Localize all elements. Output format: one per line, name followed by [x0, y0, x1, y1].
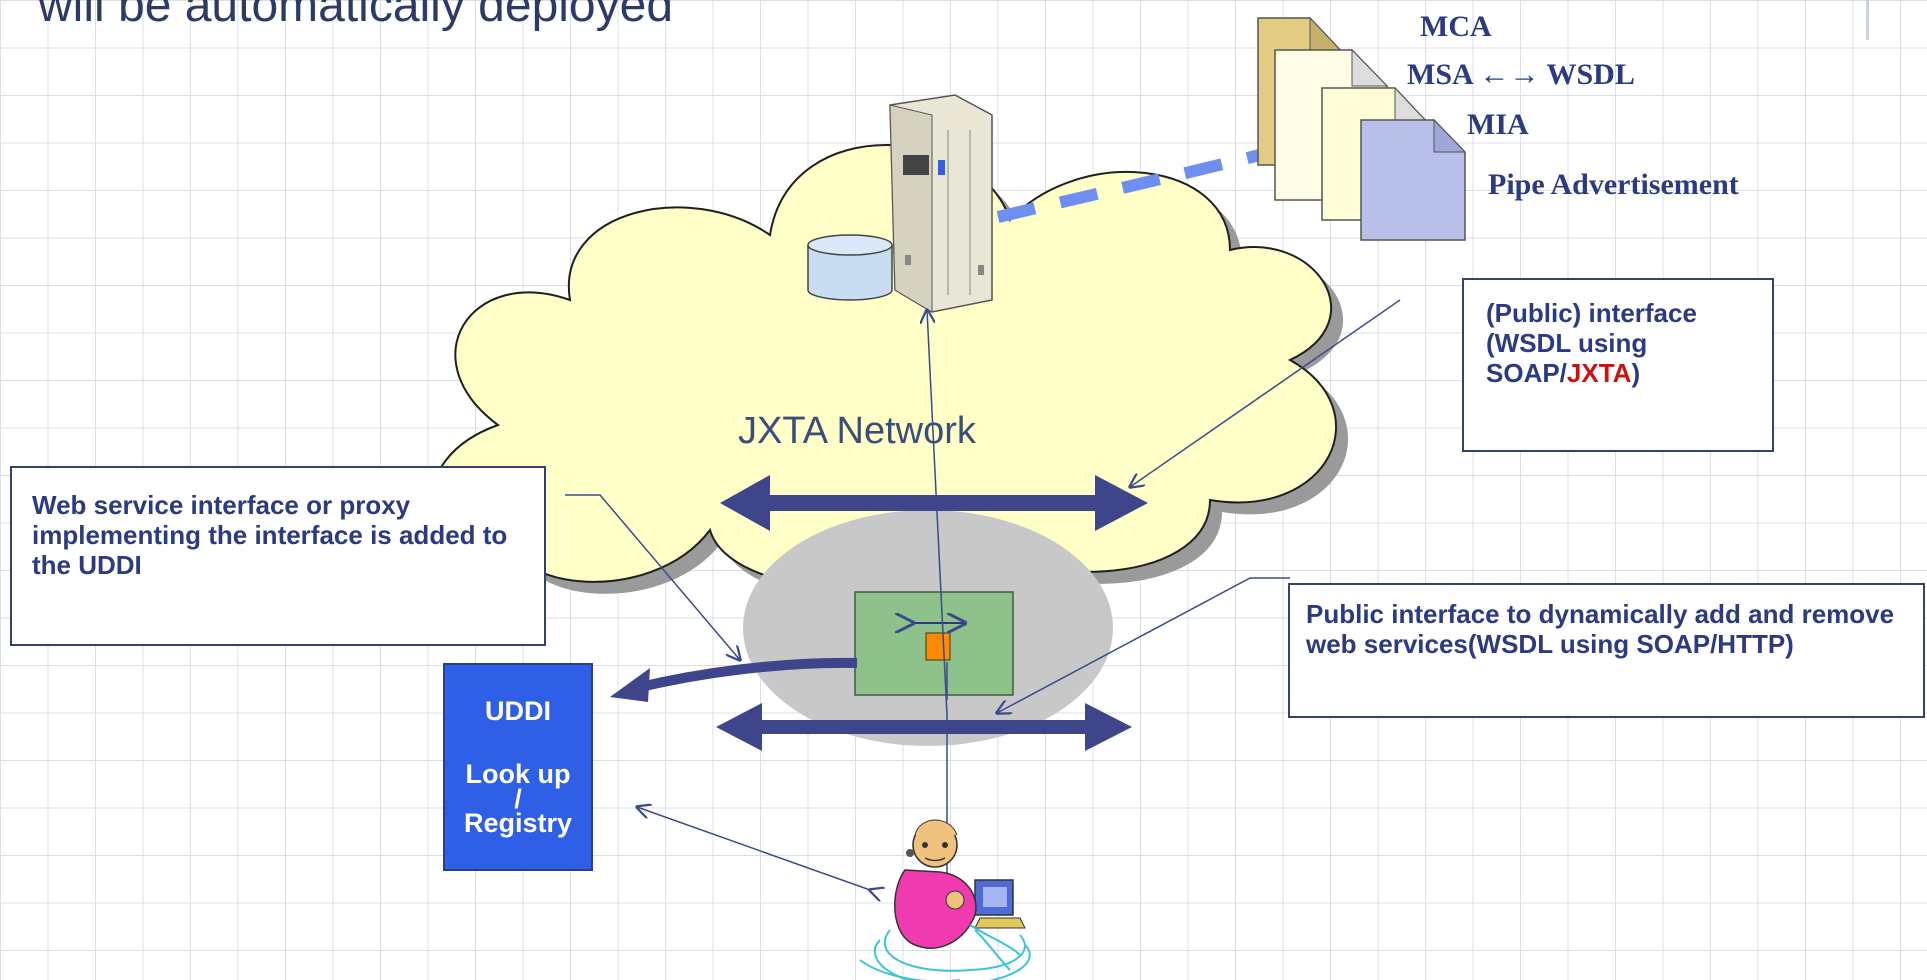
dynamic-interface-callout: Public interface to dynamically add and … — [1288, 583, 1925, 718]
server-user-connector — [927, 310, 948, 716]
public-interface-pointer — [1130, 299, 1401, 487]
uddi-lookup: Look up — [465, 759, 571, 789]
uddi-registry-box: UDDI Look up / Registry — [443, 663, 593, 871]
dynamic-pointer — [997, 577, 1290, 713]
jxta-cloud — [432, 144, 1337, 588]
uddi-slash: / — [514, 784, 522, 814]
pipe-document-icon — [1360, 118, 1467, 241]
public-interface-close: ) — [1631, 358, 1641, 388]
database-icon — [807, 234, 893, 301]
public-interface-text: (Public) interface (WSDL using SOAP/ — [1486, 298, 1697, 388]
server-icon — [889, 94, 993, 313]
mca-label: MCA — [1420, 10, 1492, 43]
slide-title: will be automatically deployed — [38, 0, 674, 32]
public-interface-callout: (Public) interface (WSDL using SOAP/JXTA… — [1462, 278, 1774, 452]
mia-label: MIA — [1467, 108, 1529, 141]
service-module — [925, 632, 951, 661]
register-arrowhead — [610, 668, 650, 702]
jxta-network-label: JXTA Network — [738, 410, 976, 452]
register-arrow — [626, 657, 858, 695]
proxy-pointer — [565, 494, 740, 660]
jxta-highlight: JXTA — [1566, 358, 1632, 388]
http-pipe-arrow — [716, 703, 1132, 751]
proxy-callout-text: Web service interface or proxy implement… — [32, 490, 508, 580]
jxta-pipe-arrow — [720, 475, 1148, 531]
header-divider — [1866, 0, 1869, 40]
uddi-title: UDDI — [485, 696, 551, 726]
uddi-registry-label: Registry — [463, 808, 573, 838]
user-figure-icon — [859, 819, 1031, 980]
uddi-user-connector — [637, 807, 870, 890]
pipe-advertisement-label: Pipe Advertisement — [1488, 168, 1739, 201]
proxy-callout: Web service interface or proxy implement… — [10, 466, 546, 646]
dynamic-callout-text: Public interface to dynamically add and … — [1306, 599, 1895, 659]
advertisement-link — [996, 144, 1282, 223]
msa-wsdl-label: MSA ←→ WSDL — [1407, 58, 1635, 91]
